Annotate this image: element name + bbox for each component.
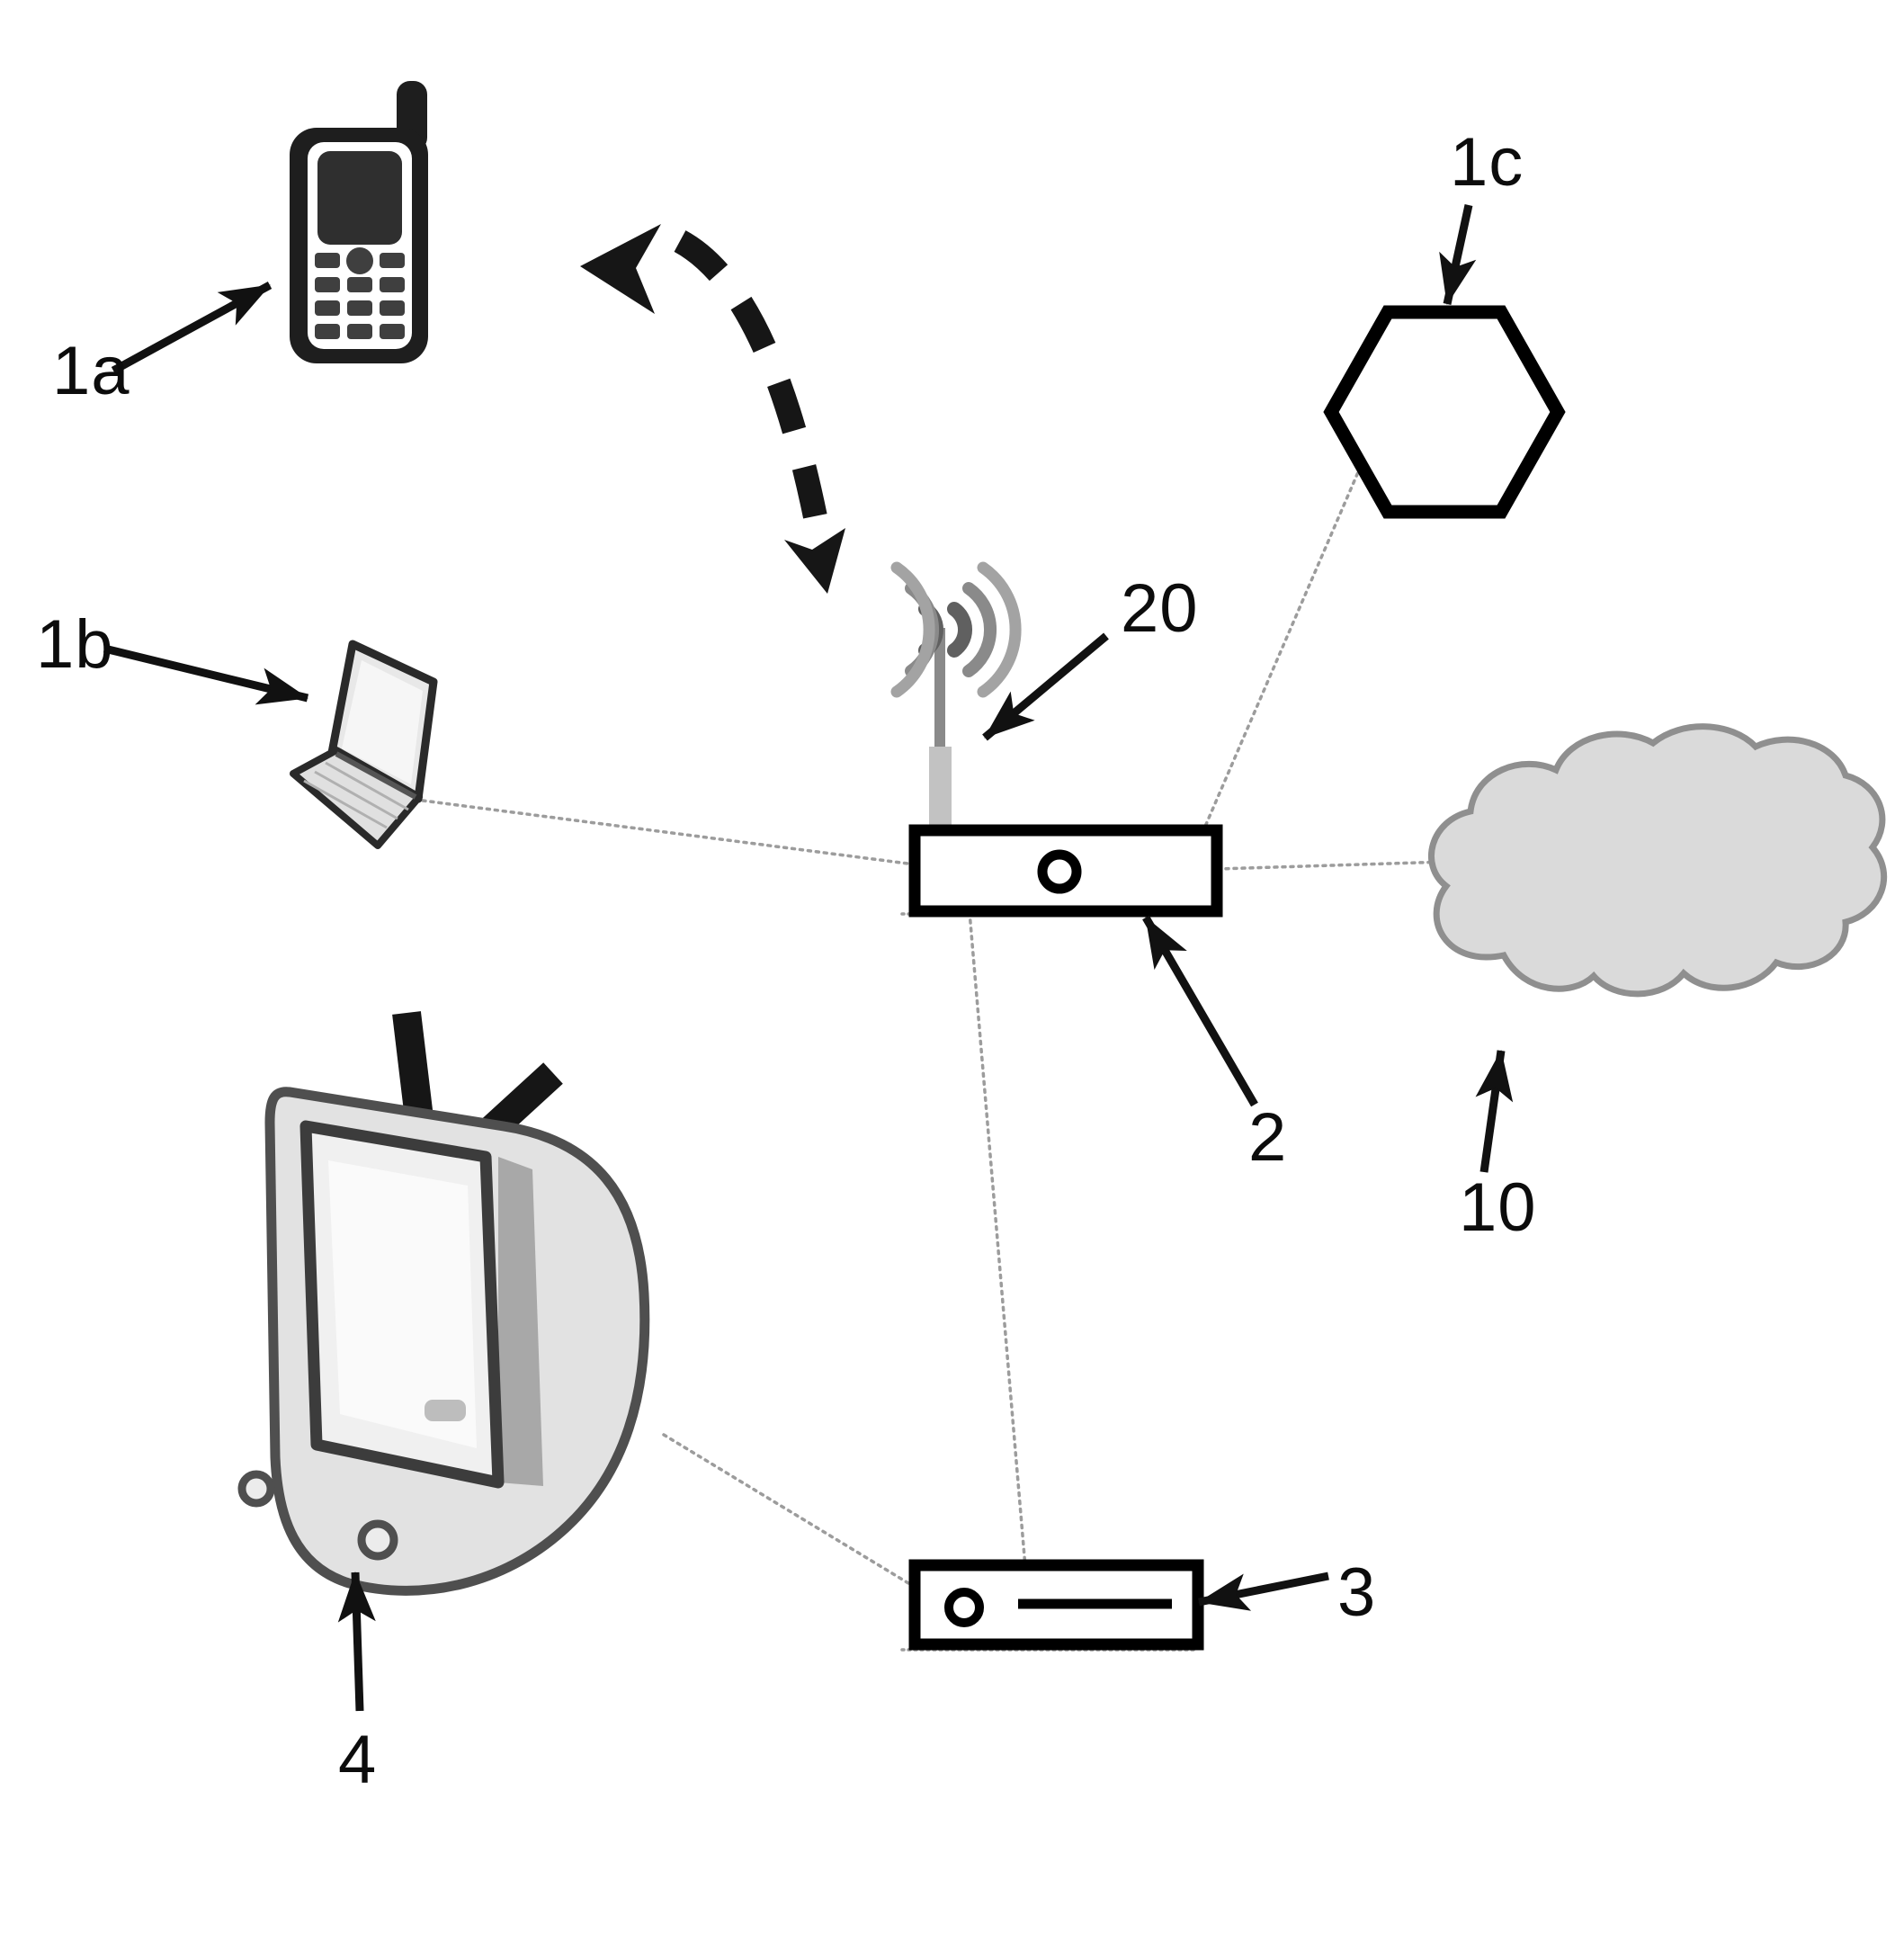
link-hexagon-router bbox=[1200, 464, 1363, 837]
label-arrow-3 bbox=[1198, 1571, 1329, 1611]
reference-labels: 1a 1b 1c 20 2 10 3 4 bbox=[36, 124, 1537, 1798]
tv-knob-left bbox=[237, 1470, 275, 1508]
dashed-arrowhead-antenna bbox=[784, 528, 845, 594]
label-4: 4 bbox=[338, 1722, 377, 1798]
laptop-keys bbox=[303, 761, 409, 829]
dashed-arc bbox=[674, 230, 829, 526]
tv-side-band bbox=[498, 1157, 543, 1486]
label-1b: 1b bbox=[36, 606, 114, 683]
link-laptop-router bbox=[421, 799, 916, 866]
dashed-arrowhead-phone bbox=[580, 224, 661, 314]
set-top-box-icon bbox=[908, 1559, 1204, 1651]
phone-keypad bbox=[315, 247, 405, 339]
dashed-handover-arrow bbox=[580, 224, 845, 594]
wifi-waves bbox=[890, 561, 1022, 698]
link-tv-stb bbox=[662, 1433, 915, 1588]
mobile-phone-icon bbox=[290, 81, 428, 363]
tv-vent bbox=[425, 1400, 466, 1421]
label-20: 20 bbox=[1121, 570, 1199, 647]
router-led bbox=[1037, 849, 1082, 894]
cloud-icon bbox=[1428, 723, 1888, 998]
tv-screen-glare bbox=[328, 1160, 477, 1448]
stb-led bbox=[944, 1588, 984, 1627]
label-10: 10 bbox=[1459, 1169, 1537, 1246]
router-box-icon bbox=[908, 824, 1223, 918]
label-2: 2 bbox=[1248, 1099, 1287, 1176]
label-1a: 1a bbox=[52, 333, 130, 409]
label-3: 3 bbox=[1337, 1554, 1376, 1631]
laptop-hinge bbox=[335, 751, 417, 800]
phone-screen bbox=[317, 151, 402, 245]
label-arrow-2 bbox=[1142, 915, 1258, 1107]
laptop-base bbox=[290, 747, 423, 849]
tv-icon bbox=[237, 1011, 650, 1596]
label-arrow-10 bbox=[1475, 1050, 1514, 1173]
wifi-antenna-icon bbox=[890, 561, 1022, 835]
antenna-mast-base bbox=[929, 747, 952, 832]
label-arrow-20 bbox=[982, 632, 1109, 741]
label-arrows bbox=[103, 204, 1514, 1712]
laptop-screen-inner bbox=[342, 660, 423, 784]
hexagon-icon bbox=[1323, 305, 1566, 519]
label-arrow-1a bbox=[111, 282, 273, 374]
label-1c: 1c bbox=[1450, 124, 1524, 201]
label-arrow-1b bbox=[103, 644, 309, 705]
label-arrow-4 bbox=[337, 1571, 376, 1712]
tv-knob-right bbox=[357, 1519, 398, 1561]
link-router-stb bbox=[968, 910, 1027, 1569]
label-arrow-1c bbox=[1439, 204, 1477, 305]
laptop-icon bbox=[290, 640, 438, 849]
